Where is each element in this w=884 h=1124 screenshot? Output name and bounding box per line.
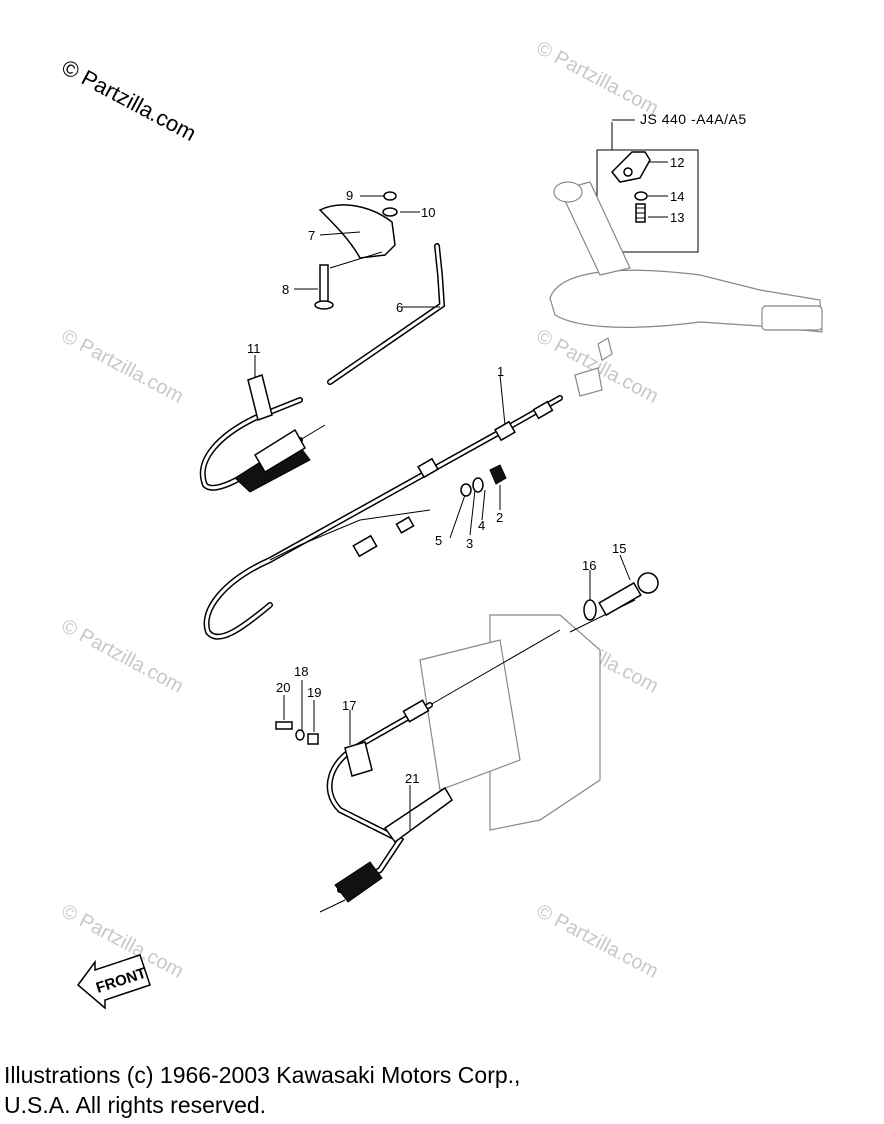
- watermark: © Partzilla.com: [533, 900, 662, 983]
- cable-1: [203, 374, 563, 640]
- watermark-top-left: © Partzilla.com: [58, 54, 201, 146]
- footer-line-2: U.S.A. All rights reserved.: [4, 1092, 267, 1118]
- model-inset: JS 440 -A4A/A5: [596, 111, 747, 253]
- model-label: JS 440 -A4A/A5: [640, 111, 747, 127]
- watermark: © Partzilla.com: [58, 325, 187, 408]
- handlebar-assembly: [549, 181, 823, 397]
- callout-15: 15: [612, 541, 626, 556]
- callout-16: 16: [582, 558, 596, 573]
- watermark: © Partzilla.com: [533, 325, 662, 408]
- callout-3: 3: [466, 536, 473, 551]
- part-12-shape: [610, 151, 651, 183]
- callout-18: 18: [294, 664, 308, 679]
- watermark: © Partzilla.com: [58, 615, 187, 698]
- callout-20: 20: [276, 680, 290, 695]
- throttle-lever: [294, 191, 420, 310]
- callout-labels: 1 2 3 4 5 6 7 8 9 10 11 12 13 14 15 16 1…: [247, 155, 684, 786]
- callout-21: 21: [405, 771, 419, 786]
- cable-17-21: [275, 680, 453, 913]
- footer-line-1: Illustrations (c) 1966-2003 Kawasaki Mot…: [4, 1062, 521, 1088]
- callout-14: 14: [670, 189, 684, 204]
- callout-1: 1: [497, 364, 504, 379]
- watermark: © Partzilla.com: [533, 37, 662, 120]
- callout-4: 4: [478, 518, 485, 533]
- callout-17: 17: [342, 698, 356, 713]
- callout-13: 13: [670, 210, 684, 225]
- front-arrow: FRONT: [76, 954, 151, 1010]
- cable-6-11: [199, 243, 446, 493]
- bracket-assembly: [419, 554, 659, 831]
- callout-2: 2: [496, 510, 503, 525]
- callout-10: 10: [421, 205, 435, 220]
- callout-11: 11: [247, 341, 261, 356]
- callout-8: 8: [282, 282, 289, 297]
- callout-7: 7: [308, 228, 315, 243]
- callout-19: 19: [307, 685, 321, 700]
- callout-12: 12: [670, 155, 684, 170]
- callout-6: 6: [396, 300, 403, 315]
- copyright-footer: Illustrations (c) 1966-2003 Kawasaki Mot…: [4, 1060, 864, 1120]
- callout-5: 5: [435, 533, 442, 548]
- callout-9: 9: [346, 188, 353, 203]
